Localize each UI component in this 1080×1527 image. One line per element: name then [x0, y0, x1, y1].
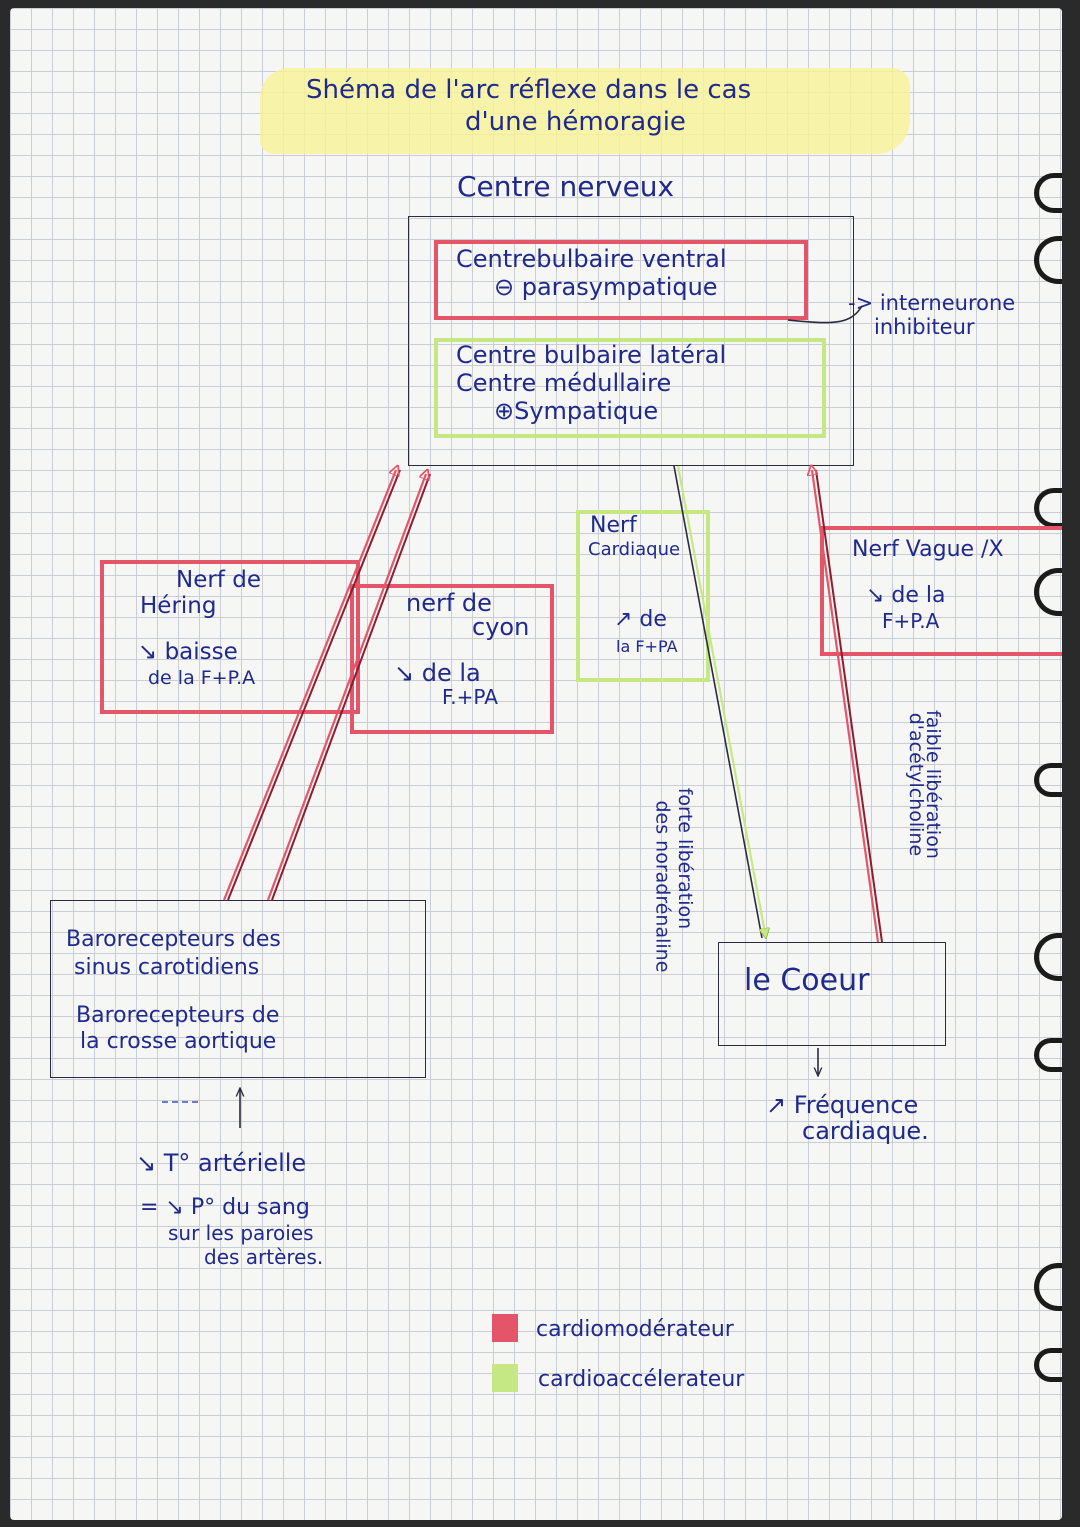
centre-bulbaire-lateral-line-1: Centre bulbaire latéral: [456, 341, 727, 369]
tension-line-3: sur les paroies: [168, 1221, 314, 1245]
centre-bulbaire-lateral-line-3: ⊕Sympatique: [494, 397, 659, 425]
nerf-vague-box: [820, 526, 1062, 656]
arrow-cyon-afferent-color: [266, 474, 426, 901]
centre-bulbaire-ventral-line-1: Centrebulbaire ventral: [456, 245, 727, 273]
nerf-hering-line-4: de la F+P.A: [148, 667, 256, 689]
nerf-vague-line-2: ↘ de la: [866, 583, 946, 608]
nerf-vague-line-1: Nerf Vague /X: [852, 537, 1004, 562]
interneurone-line-1: -> interneurone: [848, 291, 1016, 315]
nerf-hering-line-1: Nerf de: [176, 567, 261, 593]
tension-line-4: des artères.: [204, 1245, 324, 1269]
legend-swatch-cardioaccelerateur: [492, 1364, 518, 1392]
centre-bulbaire-lateral-line-2: Centre médullaire: [456, 369, 672, 397]
legend-label-cardioaccelerateur: cardioaccélerateur: [538, 1367, 745, 1392]
tension-line-2: = ↘ P° du sang: [140, 1195, 310, 1220]
punch-hole: [1034, 763, 1062, 797]
punch-hole: [1034, 1348, 1062, 1382]
barorecepteurs-line-1: Barorecepteurs des: [66, 927, 281, 952]
nerf-hering-box: [100, 560, 360, 714]
nerf-cardiaque-line-2: Cardiaque: [588, 539, 681, 560]
nerf-cardiaque-line-1: Nerf: [590, 513, 637, 538]
title-line-2: d'une hémoragie: [465, 107, 686, 137]
barorecepteurs-box: [50, 900, 426, 1078]
centre-bulbaire-ventral-box: [434, 240, 808, 320]
interneurone-connector: [787, 305, 863, 324]
punch-hole: [1034, 1263, 1062, 1311]
nerf-cyon-line-4: F.+PA: [442, 685, 498, 709]
nerf-vague-line-3: F+P.A: [882, 609, 940, 633]
nerf-cardiaque-line-3: ↗ de: [614, 607, 667, 632]
frequence-line-2: cardiaque.: [802, 1117, 929, 1145]
nerf-cyon-box: [350, 584, 554, 734]
punch-hole: [1034, 236, 1062, 284]
arrow-nerf-vague: [815, 469, 883, 943]
centre-bulbaire-ventral-line-2: ⊖ parasympatique: [494, 273, 718, 301]
arrow-cyon-afferent: [271, 473, 431, 901]
nerf-cardiaque-line-4: la F+PA: [616, 637, 678, 656]
arrow-nerf-cardiaque-efferent-color: [676, 465, 766, 938]
punch-hole: [1034, 488, 1062, 528]
coeur-label: le Coeur: [744, 963, 870, 998]
arrow-hering-afferent-color: [222, 470, 396, 901]
notebook-page: Shéma de l'arc réflexe dans le cas d'une…: [10, 8, 1062, 1520]
nerf-cyon-line-2: cyon: [472, 613, 530, 641]
connector-layer: [162, 305, 883, 1128]
barorecepteurs-line-3: Barorecepteurs de: [76, 1003, 280, 1028]
centre-bulbaire-lateral-box: [434, 338, 826, 438]
arrow-nerf-vague-color: [812, 470, 880, 943]
punch-hole: [1034, 933, 1062, 981]
legend-swatch-cardiomoderateur: [492, 1314, 518, 1342]
nerf-cyon-line-3: ↘ de la: [394, 659, 481, 687]
tension-line-1: ↘ T° artérielle: [136, 1149, 307, 1177]
arrow-hering-afferent: [227, 469, 401, 901]
centre-nerveux-label: Centre nerveux: [457, 170, 675, 203]
title-highlight: [260, 68, 910, 154]
nerf-hering-line-3: ↘ baisse: [138, 639, 238, 665]
nerf-hering-line-2: Héring: [140, 593, 217, 619]
barorecepteurs-line-2: sinus carotidiens: [74, 955, 260, 980]
nerf-cardiaque-box: [576, 510, 710, 682]
punch-hole: [1034, 1038, 1062, 1072]
centre-nerveux-box: [408, 216, 854, 466]
nerf-cyon-line-1: nerf de: [406, 589, 492, 617]
arrow-nerf-cardiaque-efferent: [673, 465, 763, 939]
frequence-line-1: ↗ Fréquence: [766, 1091, 919, 1119]
title-line-1: Shéma de l'arc réflexe dans le cas: [306, 75, 752, 105]
barorecepteurs-line-4: la crosse aortique: [80, 1029, 277, 1054]
coeur-box: [718, 942, 946, 1046]
interneurone-line-2: inhibiteur: [874, 315, 975, 339]
legend-label-cardiomoderateur: cardiomodérateur: [536, 1317, 734, 1342]
punch-hole: [1034, 568, 1062, 616]
punch-hole: [1034, 173, 1062, 213]
